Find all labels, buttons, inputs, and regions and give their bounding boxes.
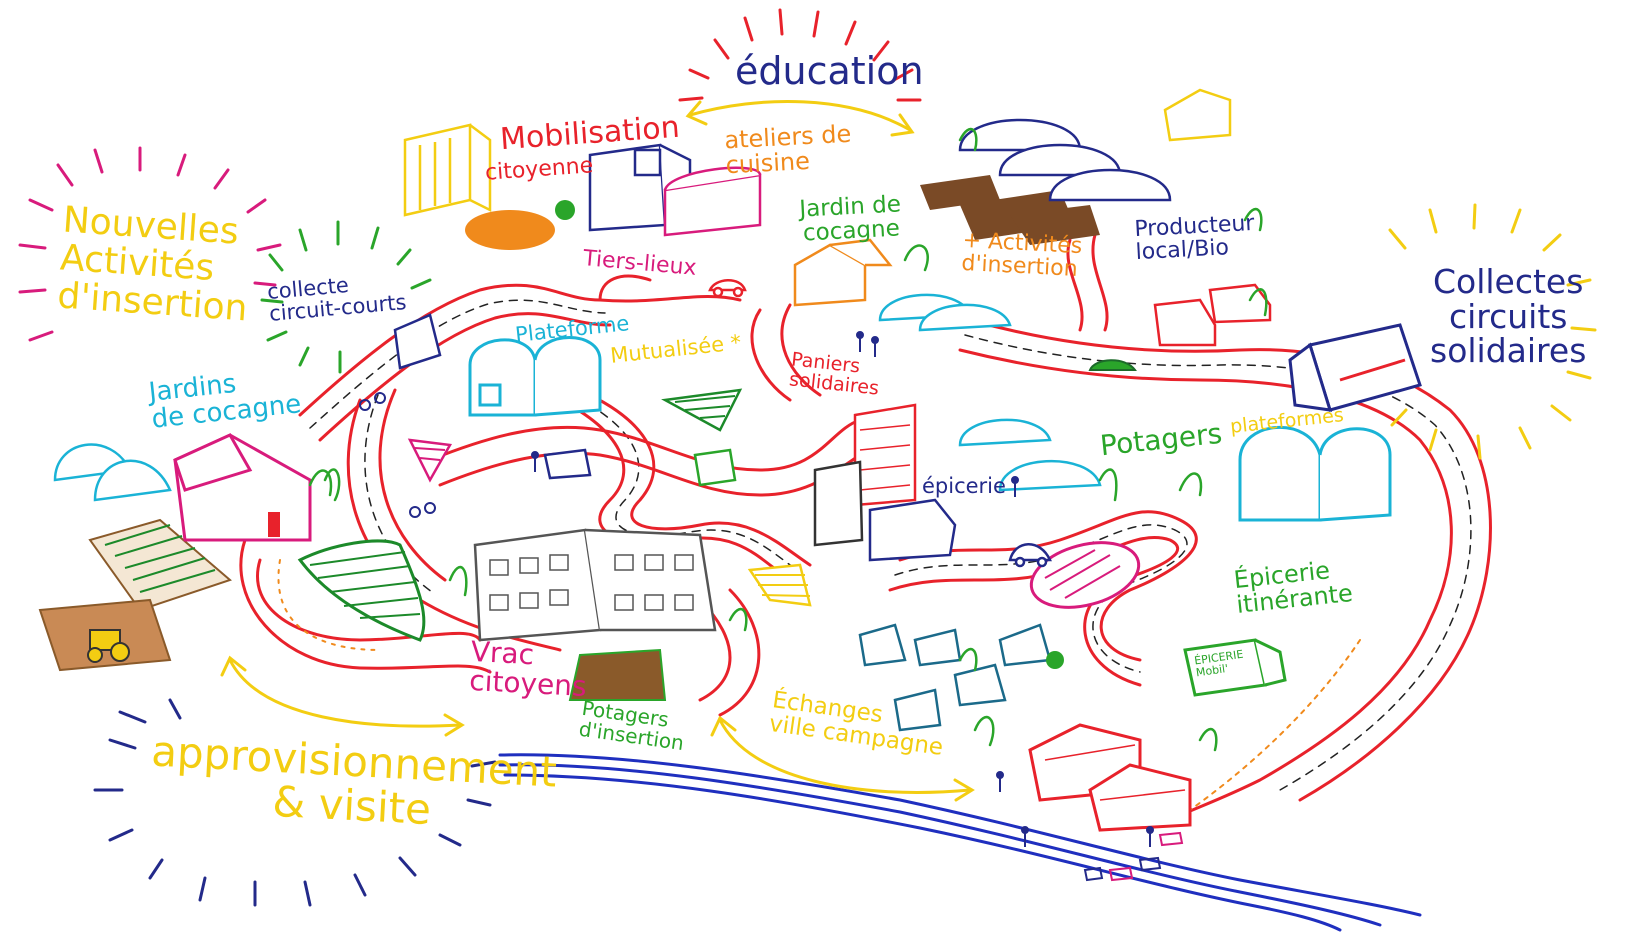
label-activites-insertion: + Activités d'insertion [960, 227, 1083, 283]
person-icon [531, 331, 1154, 847]
livestock-icon [1108, 831, 1184, 882]
tree-icon [1046, 651, 1064, 669]
sunburst-icon [93, 698, 497, 907]
house-icon [173, 433, 312, 542]
van-icon [1183, 638, 1287, 697]
label-nouvelles-activites: Nouvelles Activités d'insertion [56, 199, 249, 330]
greenhouse-icon [958, 118, 1172, 202]
building-icon [868, 498, 957, 562]
crowd-gathering [465, 210, 555, 250]
label-education: éducation [735, 49, 924, 93]
bicycle-icon [359, 392, 436, 518]
van-icon [693, 448, 737, 487]
field-icon [747, 563, 812, 607]
building-icon [813, 460, 864, 547]
field-icon [661, 388, 743, 432]
label-epicerie: épicerie [922, 474, 1006, 498]
arrow-echanges [710, 715, 975, 802]
river-icon [498, 753, 1422, 932]
farm-icon [1153, 283, 1272, 347]
label-producteur: Producteur local/Bio [1133, 210, 1256, 266]
livestock-icon [1083, 856, 1162, 882]
field-icon [88, 518, 232, 612]
field-icon [407, 438, 453, 483]
car-icon [708, 279, 747, 298]
car-icon [1008, 543, 1052, 568]
field-icon [920, 175, 1100, 245]
tree-icon [555, 200, 575, 220]
field-icon [568, 648, 667, 701]
sunburst-icon [1388, 203, 1597, 460]
building-icon [663, 166, 762, 237]
sunburst-icon [18, 146, 282, 342]
greenhouse-icon [53, 293, 1102, 502]
truck-icon [1288, 323, 1422, 412]
field-icon [1029, 541, 1141, 609]
sunburst-icon [260, 220, 432, 374]
warehouse-icon [468, 336, 602, 417]
arrow-education [685, 99, 915, 137]
field-icon [297, 539, 426, 642]
building-icon [853, 403, 917, 507]
arrow-approvisionnement [220, 655, 465, 737]
tractor-icon [87, 629, 130, 663]
van-icon [543, 448, 592, 480]
house-icon [793, 238, 893, 307]
warehouse-icon [1238, 425, 1392, 522]
building-icon [403, 123, 492, 217]
road-network [239, 233, 1492, 822]
sunburst-icon [678, 8, 922, 102]
truck-icon [393, 313, 442, 370]
building-icon [473, 528, 717, 642]
label-collectes-circuits-solidaires: Collectes circuits solidaires [1430, 262, 1587, 371]
house-icon [1163, 88, 1232, 142]
farm-icon [1028, 723, 1192, 832]
label-ateliers-cuisine: ateliers de cuisine [723, 119, 852, 180]
label-vrac-citoyens: Vrac citoyens [468, 634, 588, 704]
tree-icon [308, 127, 1268, 752]
label-jardin-cocagne-center: Jardin de cocagne [798, 191, 902, 247]
car-icon [1088, 359, 1137, 371]
